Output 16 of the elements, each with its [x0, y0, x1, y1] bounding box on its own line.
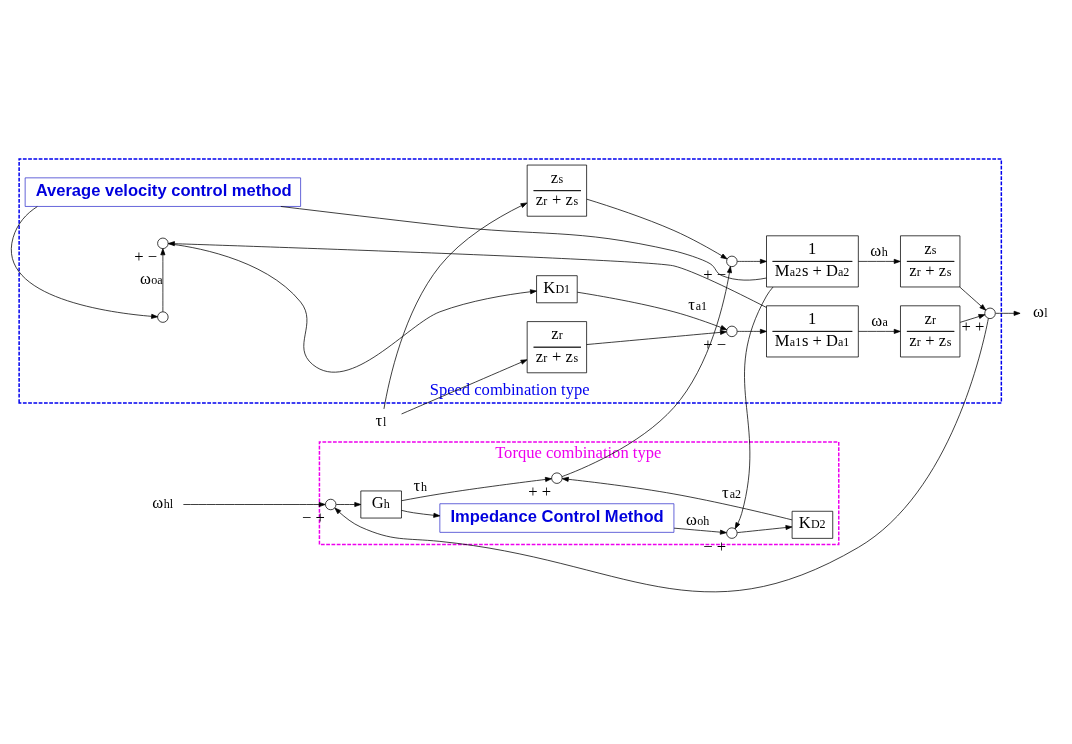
edge-label: τa2	[722, 482, 741, 502]
edge-label: ωoa	[139, 268, 163, 288]
node-text: ωhl	[152, 492, 173, 512]
node-label: + −	[134, 246, 158, 266]
node-text: ωl	[1032, 301, 1048, 321]
node-label: − +	[302, 507, 325, 527]
edge-label: ωoh	[685, 509, 710, 529]
edge-label: τa1	[688, 294, 708, 314]
node-label: + −	[703, 334, 727, 354]
edge-label: ωh	[870, 240, 888, 260]
edge-label: τh	[413, 475, 428, 495]
node-text: τl	[375, 410, 387, 430]
node-label: + −	[703, 264, 727, 284]
node-label: + +	[961, 316, 985, 336]
node-label: + +	[528, 481, 552, 501]
edge-label: ωa	[871, 310, 888, 330]
